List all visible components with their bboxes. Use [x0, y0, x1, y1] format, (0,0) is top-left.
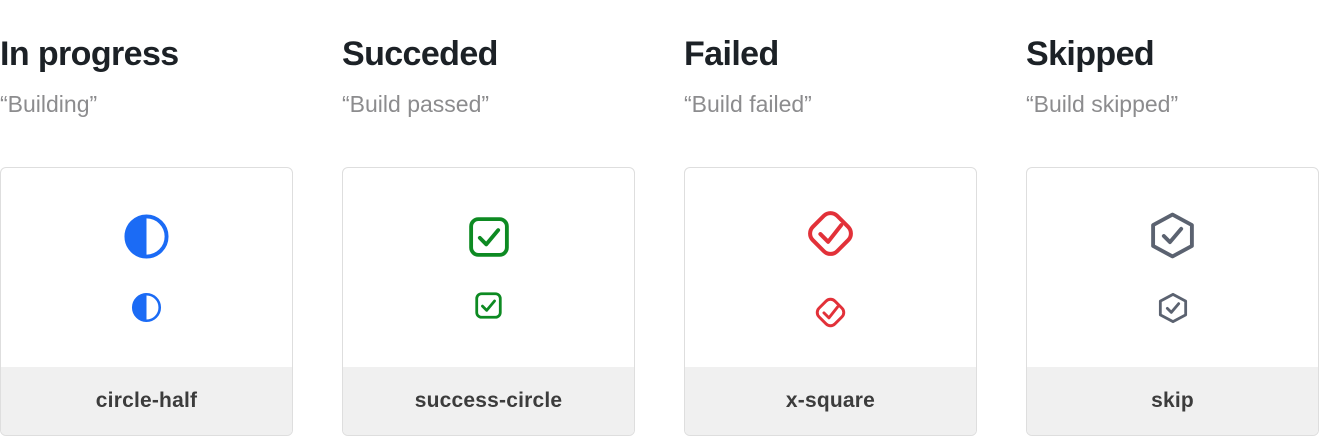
circle-half-icon-large: [124, 213, 169, 259]
column-subtitle: “Build skipped”: [1026, 91, 1179, 117]
icon-name-label: success-circle: [343, 367, 634, 435]
status-column-succeeded: Succeded “Build passed” success-circle: [342, 0, 635, 436]
icon-preview: [1027, 168, 1318, 367]
icon-card: success-circle: [342, 167, 635, 436]
column-title: Succeded: [342, 35, 498, 73]
icon-preview: [1, 168, 292, 367]
circle-half-icon-small: [131, 292, 162, 322]
icon-card: skip: [1026, 167, 1319, 436]
column-title: Failed: [684, 35, 779, 73]
x-square-icon-small: [815, 297, 846, 327]
column-title: In progress: [0, 35, 179, 73]
column-title: Skipped: [1026, 35, 1155, 73]
status-column-skipped: Skipped “Build skipped” skip: [1026, 0, 1319, 436]
icon-name-label: x-square: [685, 367, 976, 435]
icon-card: circle-half: [0, 167, 293, 436]
icon-name-label: circle-half: [1, 367, 292, 435]
success-circle-icon-large: [468, 217, 509, 257]
x-square-icon-large: [808, 210, 853, 256]
skip-icon-small: [1158, 292, 1187, 324]
status-column-in-progress: In progress “Building” circle-half: [0, 0, 293, 436]
status-column-failed: Failed “Build failed” x-square: [684, 0, 977, 436]
icon-card: x-square: [684, 167, 977, 436]
success-circle-icon-small: [475, 292, 502, 319]
column-subtitle: “Build failed”: [684, 91, 812, 117]
column-subtitle: “Build passed”: [342, 91, 490, 117]
skip-icon-large: [1151, 212, 1194, 259]
icon-preview: [685, 168, 976, 367]
icon-preview: [343, 168, 634, 367]
column-subtitle: “Building”: [0, 91, 98, 117]
icon-name-label: skip: [1027, 367, 1318, 435]
